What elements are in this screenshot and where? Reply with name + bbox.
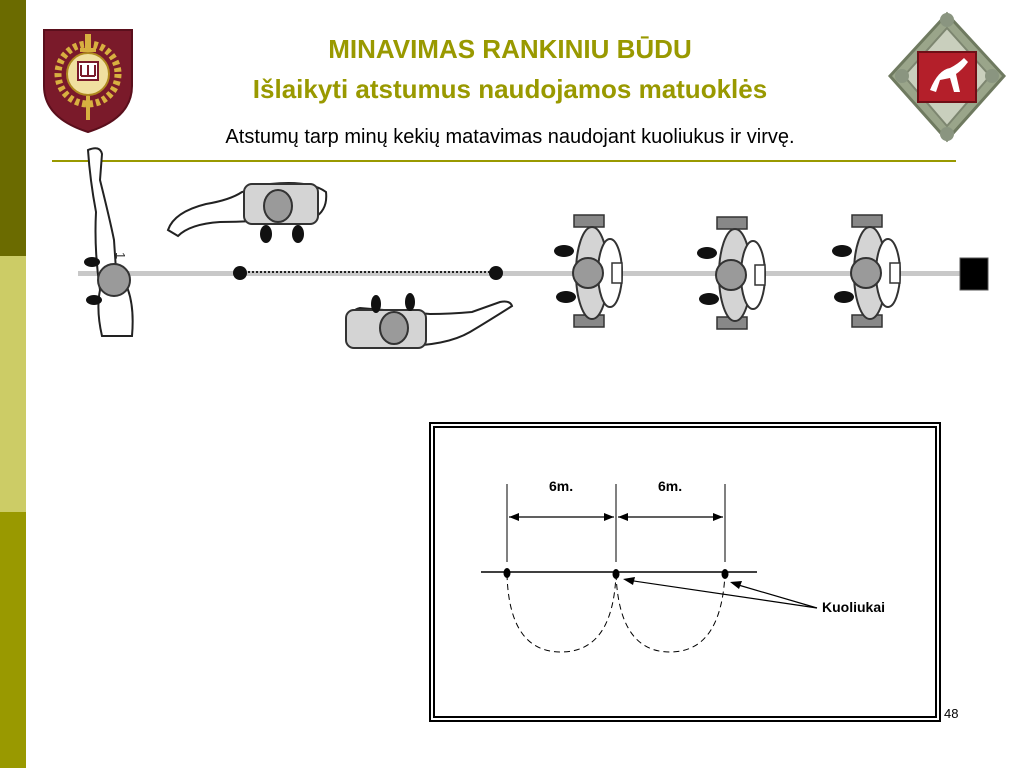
soldier-number-label: 1 xyxy=(113,252,128,259)
stake-marker xyxy=(612,569,620,579)
side-band-light xyxy=(0,256,26,512)
slide-subtitle: Atstumų tarp minų kekių matavimas naudoj… xyxy=(225,126,795,148)
distance-label-2: 6m. xyxy=(658,478,683,494)
side-band-dark xyxy=(0,0,26,256)
mine-layer-soldier xyxy=(554,214,623,328)
leader-arrow xyxy=(730,581,818,609)
mine-layer-soldier xyxy=(697,216,766,330)
prone-soldier-bottom xyxy=(345,293,514,349)
military-academy-emblem-icon xyxy=(43,29,133,134)
stakes-label: Kuoliukai xyxy=(822,599,886,615)
mine-laying-scene: 1 xyxy=(78,147,989,349)
engineers-battalion-emblem-icon xyxy=(887,11,1007,143)
slide-title-secondary: Išlaikyti atstumus naudojamos matuoklės xyxy=(252,74,768,104)
mine-layer-soldier xyxy=(832,214,901,328)
dimension-arrow-1 xyxy=(509,513,614,521)
dimension-arrow-2 xyxy=(618,513,723,521)
soldier-figure-1: 1 xyxy=(84,147,134,337)
slide-title: MINAVIMAS RANKINIU BŪDU xyxy=(328,34,692,64)
prone-soldier-top xyxy=(166,182,328,243)
slide-number: 48 xyxy=(944,706,959,721)
end-marker xyxy=(959,257,989,291)
stake-marker xyxy=(489,266,503,280)
swing-arc-2 xyxy=(615,573,726,653)
stake-marker xyxy=(233,266,247,280)
distance-label-1: 6m. xyxy=(549,478,574,494)
title-divider xyxy=(52,160,956,162)
stake-marker xyxy=(503,568,511,578)
side-band-olive xyxy=(0,512,26,768)
swing-arc-1 xyxy=(506,573,617,653)
stake-marker xyxy=(721,569,729,579)
guide-line xyxy=(78,271,968,276)
leader-arrow xyxy=(623,577,818,609)
measurement-diagram: 6m. 6m. Kuoliukai xyxy=(429,422,941,722)
